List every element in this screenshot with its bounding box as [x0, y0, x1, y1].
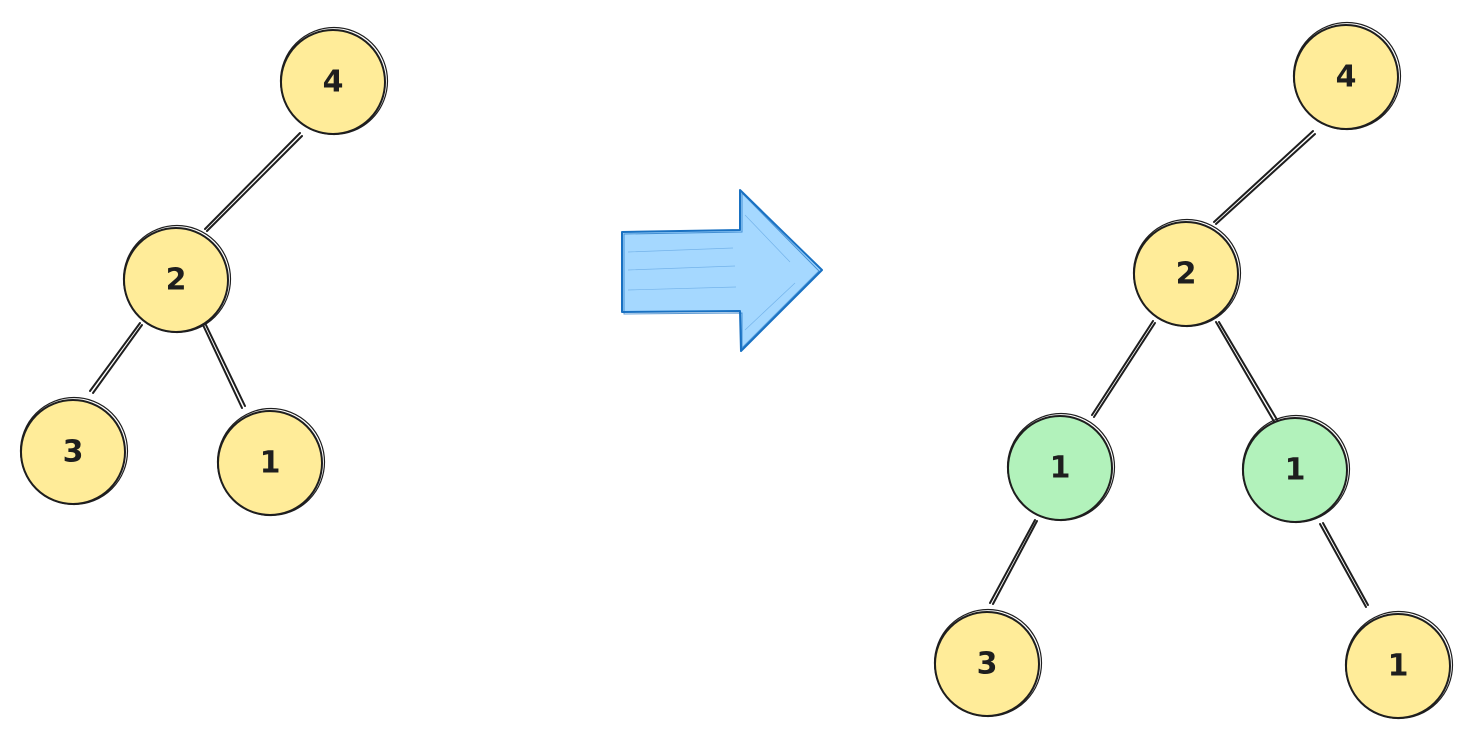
node-label: 2 — [166, 263, 187, 298]
right-tree-edges — [989, 130, 1369, 608]
right-node-0: 4 — [1292, 21, 1402, 131]
node-label: 2 — [1176, 257, 1197, 292]
node-label: 1 — [1388, 649, 1409, 684]
left-tree-edges — [89, 132, 303, 409]
right-tree: 4 2 1 1 3 1 — [933, 21, 1454, 720]
left-node-3: 1 — [216, 407, 326, 517]
left-tree: 4 2 3 1 — [19, 26, 389, 517]
node-label: 1 — [1285, 453, 1306, 488]
right-node-5: 1 — [1344, 610, 1454, 720]
right-node-1: 2 — [1132, 218, 1242, 328]
left-node-1: 2 — [122, 224, 232, 334]
node-label: 1 — [260, 446, 281, 481]
edge-2-1 — [202, 324, 246, 409]
node-label: 3 — [977, 647, 998, 682]
right-node-2: 1 — [1006, 412, 1116, 522]
edge-4-2 — [204, 132, 303, 232]
node-label: 1 — [1050, 451, 1071, 486]
left-node-2: 3 — [19, 396, 129, 506]
right-arrow-icon — [621, 189, 823, 352]
edge-2-1b — [1215, 321, 1280, 426]
right-node-3: 1 — [1241, 414, 1351, 524]
edge-1a-3 — [989, 519, 1038, 605]
node-label: 3 — [63, 435, 84, 470]
left-node-0: 4 — [279, 26, 389, 136]
node-label: 4 — [323, 65, 344, 100]
edge-1b-1 — [1319, 522, 1369, 608]
right-node-4: 3 — [933, 608, 1043, 718]
edge-2-3 — [89, 322, 143, 394]
edge-2-1a — [1091, 320, 1156, 418]
node-label: 4 — [1336, 60, 1357, 95]
edge-4-2 — [1213, 130, 1316, 225]
